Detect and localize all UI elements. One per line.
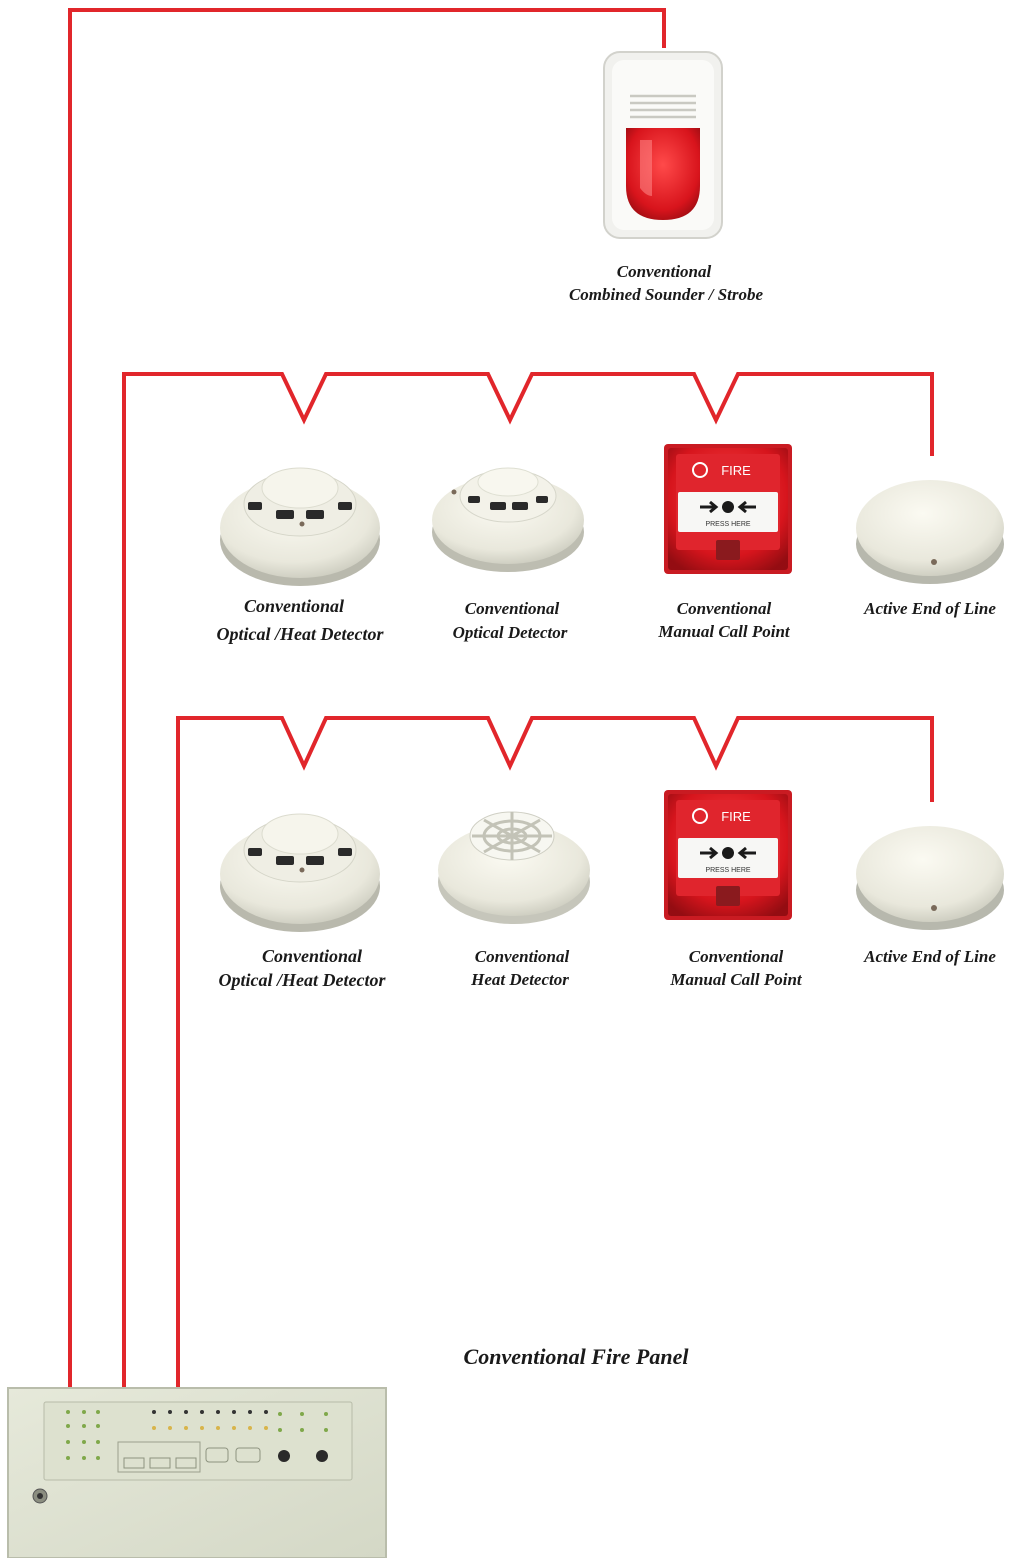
fire-panel-icon bbox=[7, 1387, 387, 1558]
zone2-device4-label: Active End of Line bbox=[863, 947, 996, 966]
end-of-line-icon bbox=[856, 480, 1004, 584]
sounder-strobe-icon bbox=[603, 51, 723, 239]
zone2-device3-label-line2: Manual Call Point bbox=[669, 970, 803, 989]
zone2-device1-label-line1: Conventional bbox=[262, 946, 362, 966]
zone1-device3-label-line1: Conventional bbox=[677, 599, 772, 618]
call-point-press-text: PRESS HERE bbox=[705, 867, 750, 874]
optical-heat-detector-icon bbox=[220, 813, 380, 932]
manual-call-point-icon: FIRE PRESS HERE bbox=[664, 444, 792, 574]
heat-detector-icon bbox=[438, 811, 590, 924]
end-of-line-icon bbox=[856, 826, 1004, 930]
call-point-fire-text: FIRE bbox=[721, 463, 751, 478]
panel-label: Conventional Fire Panel bbox=[464, 1344, 690, 1369]
call-point-fire-text: FIRE bbox=[721, 809, 751, 824]
manual-call-point-icon: FIRE PRESS HERE bbox=[664, 790, 792, 920]
zone1-device2-label-line1: Conventional bbox=[465, 599, 560, 618]
sounder-label-line1: Conventional bbox=[617, 262, 712, 281]
zone1-device1-label-line2: Optical /Heat Detector bbox=[217, 624, 385, 644]
call-point-press-text: PRESS HERE bbox=[705, 521, 750, 528]
zone1-device3-label-line2: Manual Call Point bbox=[657, 622, 791, 641]
zone1-device1-label-line1: Conventional bbox=[244, 596, 344, 616]
optical-heat-detector-icon bbox=[220, 467, 380, 586]
zone1-circuit-wire bbox=[122, 372, 934, 1392]
zone2-circuit-wire bbox=[176, 716, 934, 1392]
zone1-device4-label: Active End of Line bbox=[863, 599, 996, 618]
zone2-device1-label-line2: Optical /Heat Detector bbox=[219, 970, 387, 990]
zone1-device2-label-line2: Optical Detector bbox=[453, 623, 568, 642]
wiring bbox=[68, 8, 934, 1392]
optical-detector-icon bbox=[432, 467, 584, 572]
zone2-device2-label-line1: Conventional bbox=[475, 947, 570, 966]
zone2-device2-label-line2: Heat Detector bbox=[470, 970, 569, 989]
zone2-device3-label-line1: Conventional bbox=[689, 947, 784, 966]
sounder-label-line2: Combined Sounder / Strobe bbox=[569, 285, 764, 304]
sounder-circuit-wire bbox=[68, 8, 666, 1392]
